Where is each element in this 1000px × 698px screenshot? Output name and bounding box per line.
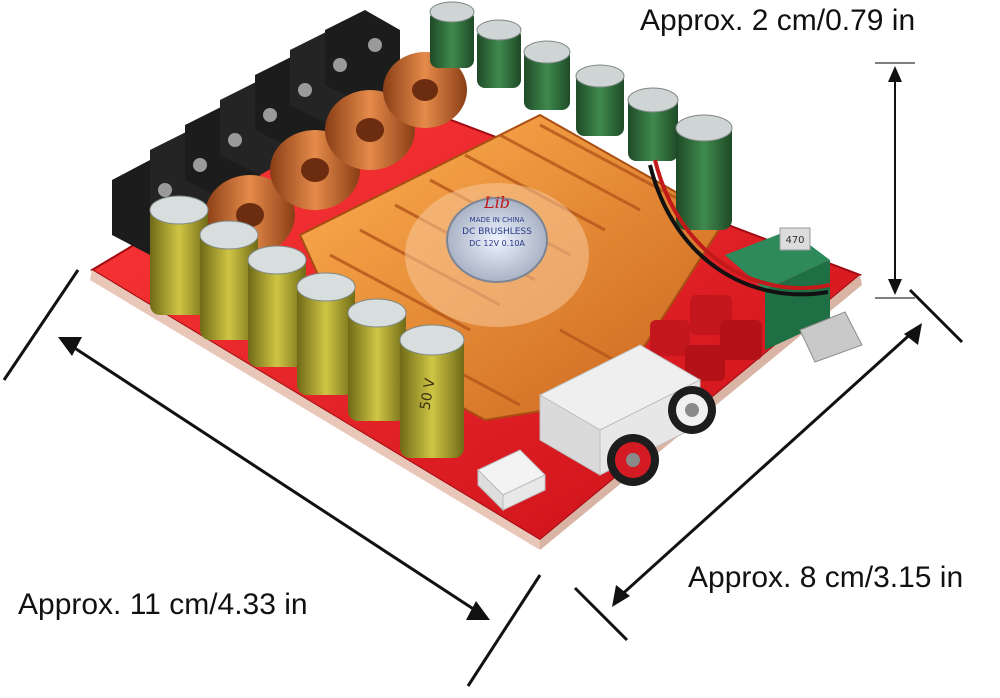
white-jst-connector bbox=[477, 449, 546, 512]
depth-dimension-label: Approx. 8 cm/3.15 in bbox=[688, 561, 964, 594]
fan-wire-black bbox=[648, 164, 829, 297]
front-capacitors: 50 V bbox=[149, 195, 465, 458]
red-fuse-blocks bbox=[650, 295, 762, 381]
fan-brand-label: Lib bbox=[483, 193, 510, 212]
height-dimension-label: Approx. 2 cm/0.79 in bbox=[640, 4, 916, 37]
dimension-markers bbox=[2, 62, 964, 687]
rca-input-jacks bbox=[538, 344, 716, 486]
cooling-fan: Lib MADE IN CHINA DC BRUSHLESS DC 12V 0.… bbox=[405, 183, 589, 327]
fan-rating-label: DC 12V 0.10A bbox=[469, 239, 525, 248]
width-dimension-label: Approx. 11 cm/4.33 in bbox=[18, 588, 308, 621]
fan-made-in-label: MADE IN CHINA bbox=[470, 216, 525, 224]
screw-terminal-blocks bbox=[112, 10, 400, 255]
volume-potentiometer: 470 bbox=[725, 227, 863, 363]
top-capacitors bbox=[429, 1, 733, 230]
capacitor-voltage-label: 50 V bbox=[417, 377, 438, 412]
fan-wire-red bbox=[653, 159, 831, 291]
potentiometer-label: 470 bbox=[785, 235, 804, 246]
fan-type-label: DC BRUSHLESS bbox=[462, 227, 532, 237]
